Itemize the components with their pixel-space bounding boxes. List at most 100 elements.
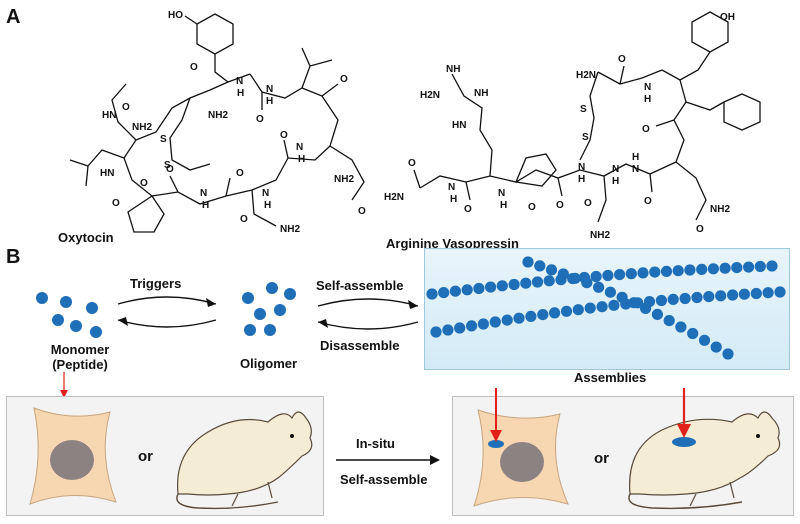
atom-label: H xyxy=(500,200,507,211)
cell-after xyxy=(473,388,569,507)
assembly-arrows xyxy=(317,298,419,330)
fiber-bead xyxy=(426,288,438,300)
assemblies-label: Assemblies xyxy=(574,370,647,385)
atom-label: O xyxy=(464,204,472,215)
fiber-bead xyxy=(466,320,478,332)
fiber-bead xyxy=(703,291,715,303)
fiber-bead xyxy=(774,286,786,298)
bead xyxy=(52,314,64,326)
atom-label: S xyxy=(580,104,587,115)
fiber-bead xyxy=(620,298,632,310)
atom-label: N xyxy=(448,182,455,193)
fiber-bead xyxy=(675,321,687,333)
atom-label: O xyxy=(556,200,564,211)
fiber-bead xyxy=(596,301,608,313)
fiber-bead xyxy=(738,288,750,300)
fiber-bead xyxy=(438,287,450,299)
atom-label: H xyxy=(266,96,273,107)
red-arrow xyxy=(490,430,502,442)
fiber-bead xyxy=(687,327,699,340)
oxytocin-label: Oxytocin xyxy=(58,230,114,245)
atom-label: O xyxy=(112,198,120,209)
fiber-bead xyxy=(715,290,727,302)
bead xyxy=(284,288,296,300)
vasopressin-structure: OH H2N O N H O NH H2N NH HN S S O H N O … xyxy=(384,11,761,241)
fiber-bead xyxy=(525,310,537,322)
self-assemble-label: Self-assemble xyxy=(316,278,404,293)
mouse-before xyxy=(176,411,313,510)
atom-label: H xyxy=(264,200,271,211)
fiber-bead xyxy=(614,269,626,281)
nucleus xyxy=(500,442,544,482)
fiber-bead xyxy=(522,256,534,268)
atom-label: H xyxy=(298,154,305,165)
atom-label: O xyxy=(696,224,704,235)
fiber-bead xyxy=(508,278,520,291)
fiber-bead xyxy=(501,314,513,326)
fiber-bead xyxy=(663,315,675,327)
atom-label: H xyxy=(237,88,244,99)
fiber-bead xyxy=(581,277,593,289)
assembly-spot xyxy=(672,437,696,447)
fiber-bead xyxy=(513,312,525,324)
atom-label: N xyxy=(644,82,651,93)
fiber-bead xyxy=(766,260,778,272)
atom-label: O xyxy=(408,158,416,169)
atom-label: H2N xyxy=(384,192,404,203)
vasopressin-label: Arginine Vasopressin xyxy=(386,236,519,251)
fiber-bead xyxy=(750,287,762,300)
atom-label: S xyxy=(164,160,171,171)
fiber-bead xyxy=(557,268,569,280)
atom-label: N xyxy=(262,188,269,199)
atom-label: N xyxy=(296,142,303,153)
fiber-bead xyxy=(534,260,546,272)
triggers-arrows xyxy=(117,296,217,328)
fiber-bead xyxy=(496,280,508,292)
oxytocin-structure: HO O N H O NH2 O NH2 HN S S O H N O O N … xyxy=(69,10,366,235)
fiber-bead xyxy=(691,291,703,304)
panel-a-letter: A xyxy=(6,6,21,28)
cell-before xyxy=(29,407,117,505)
monomer-label-line2: (Peptide) xyxy=(52,357,108,372)
fiber-bead xyxy=(710,341,722,353)
fiber-bead xyxy=(667,293,679,305)
fiber-bead xyxy=(454,322,466,334)
fiber-bead xyxy=(727,289,739,301)
atom-label: S xyxy=(582,132,589,143)
atom-label: NH xyxy=(446,64,460,75)
monomer-label-line1: Monomer xyxy=(50,342,110,357)
atom-label: O xyxy=(190,62,198,73)
fiber-bead xyxy=(719,262,731,274)
fiber-bead xyxy=(643,296,656,308)
fiber-bead xyxy=(707,263,719,275)
atom-label: N xyxy=(612,164,619,175)
fiber-bead xyxy=(684,264,696,276)
fiber-bead xyxy=(625,268,637,280)
bead xyxy=(274,304,286,316)
atom-label: N xyxy=(236,76,243,87)
fiber-bead xyxy=(560,305,573,317)
atom-label: N xyxy=(498,188,505,199)
atom-label: H xyxy=(632,152,639,163)
or-label-right: or xyxy=(594,450,609,467)
or-label-left: or xyxy=(138,448,153,465)
atom-label: NH xyxy=(474,88,488,99)
bead xyxy=(60,296,72,308)
atom-label: O xyxy=(340,74,348,85)
atom-label: HN xyxy=(452,120,466,131)
atom-label: O xyxy=(140,178,148,189)
atom-label: O xyxy=(584,198,592,209)
mouse-after xyxy=(628,388,781,510)
assembly-spot xyxy=(488,440,504,448)
fiber-bead xyxy=(485,281,497,293)
atom-label: O xyxy=(642,124,650,135)
fiber-bead xyxy=(520,277,532,289)
fiber-bead xyxy=(569,272,581,284)
atom-label: NH2 xyxy=(334,174,354,185)
monomer-down-arrow xyxy=(60,372,68,398)
atom-label: O xyxy=(122,102,130,113)
atom-label: O xyxy=(528,202,536,213)
bead xyxy=(70,320,82,332)
red-arrow xyxy=(677,424,691,438)
bead xyxy=(266,282,278,294)
